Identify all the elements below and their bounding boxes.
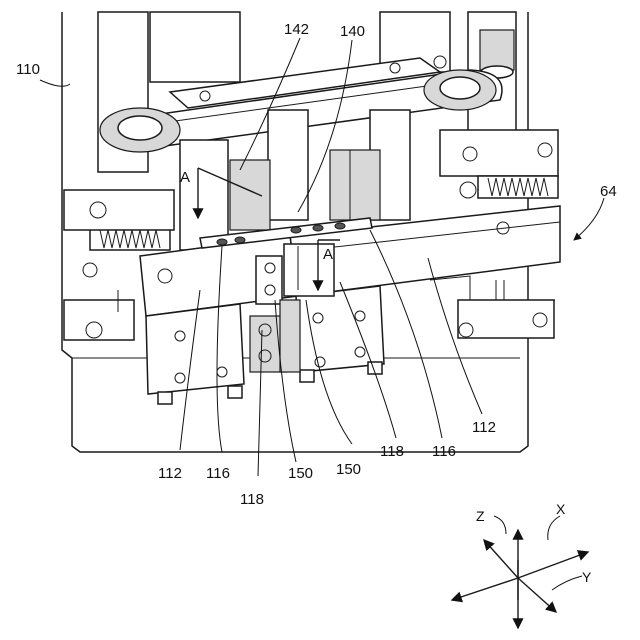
ref-150-left: 150 xyxy=(288,465,313,482)
right-bracket xyxy=(440,130,558,176)
ref-110: 110 xyxy=(16,61,40,78)
ref-150-right: 150 xyxy=(336,461,361,478)
ref-116-left: 116 xyxy=(206,465,230,482)
ref-64: 64 xyxy=(600,183,617,200)
ref-118-right: 118 xyxy=(380,443,404,460)
spring-left xyxy=(90,228,170,250)
spring-right xyxy=(478,176,558,198)
axis-z-label: Z xyxy=(476,508,485,524)
axis-x-label: X xyxy=(556,501,566,517)
lower-block-left xyxy=(146,304,244,394)
section-a-label-1: A xyxy=(180,169,190,186)
ref-112-left: 112 xyxy=(158,465,182,482)
ref-142: 142 xyxy=(284,21,309,38)
section-a-label-2: A xyxy=(323,246,333,263)
ref-112-right: 112 xyxy=(472,419,496,436)
axis-y-label: Y xyxy=(582,569,592,585)
member-118-right xyxy=(280,300,300,372)
lower-block-right xyxy=(296,286,384,372)
axis-triad: Z X Y xyxy=(452,501,592,628)
ref-140: 140 xyxy=(340,23,365,40)
ref-118-left: 118 xyxy=(240,491,264,508)
ref-116-right: 116 xyxy=(432,443,456,460)
